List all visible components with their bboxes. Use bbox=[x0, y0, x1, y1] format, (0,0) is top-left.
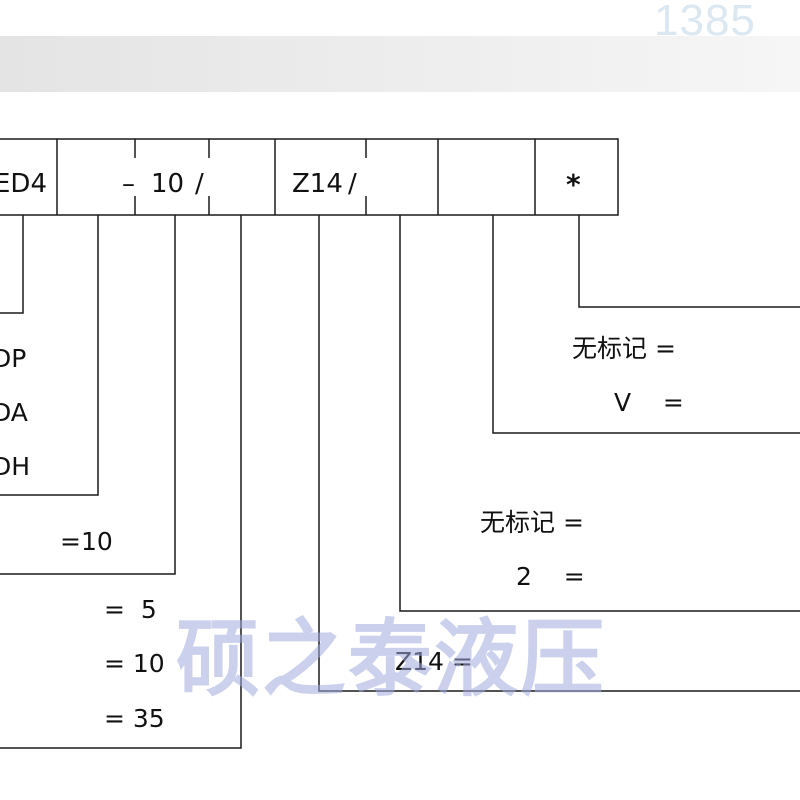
leader-lines bbox=[0, 215, 800, 749]
pressure-option-2: = 10 bbox=[104, 649, 165, 678]
electrical-option-z14: Z14 = bbox=[395, 647, 473, 676]
code-cell-model: ED4 bbox=[0, 169, 47, 199]
spool-option-3: DH bbox=[0, 452, 30, 481]
size-option: =10 bbox=[60, 527, 113, 556]
code-table bbox=[0, 138, 619, 216]
code-cell-size: 10 bbox=[151, 169, 184, 199]
header-band bbox=[0, 36, 800, 92]
code-cell-dash: – bbox=[122, 169, 135, 199]
series-option-unmarked: 无标记 = bbox=[480, 508, 584, 537]
pressure-option-1: = 5 bbox=[104, 595, 157, 624]
spool-option-2: DA bbox=[0, 398, 28, 427]
header-phone-partial: 1385 bbox=[654, 0, 756, 45]
watermark: 硕之泰液压 bbox=[176, 610, 607, 708]
spool-option-1: DP bbox=[0, 344, 26, 373]
seal-option-v: V = bbox=[614, 388, 684, 417]
seal-option-unmarked: 无标记 = bbox=[572, 334, 676, 363]
series-option-2: 2 = bbox=[516, 562, 585, 591]
code-cell-electrical: Z14 bbox=[292, 169, 343, 199]
pressure-option-3: = 35 bbox=[104, 704, 165, 733]
code-cell-slash-2: ∕ bbox=[348, 169, 357, 199]
code-cell-asterisk: * bbox=[566, 168, 581, 201]
code-cell-slash-1: ∕ bbox=[195, 169, 204, 199]
